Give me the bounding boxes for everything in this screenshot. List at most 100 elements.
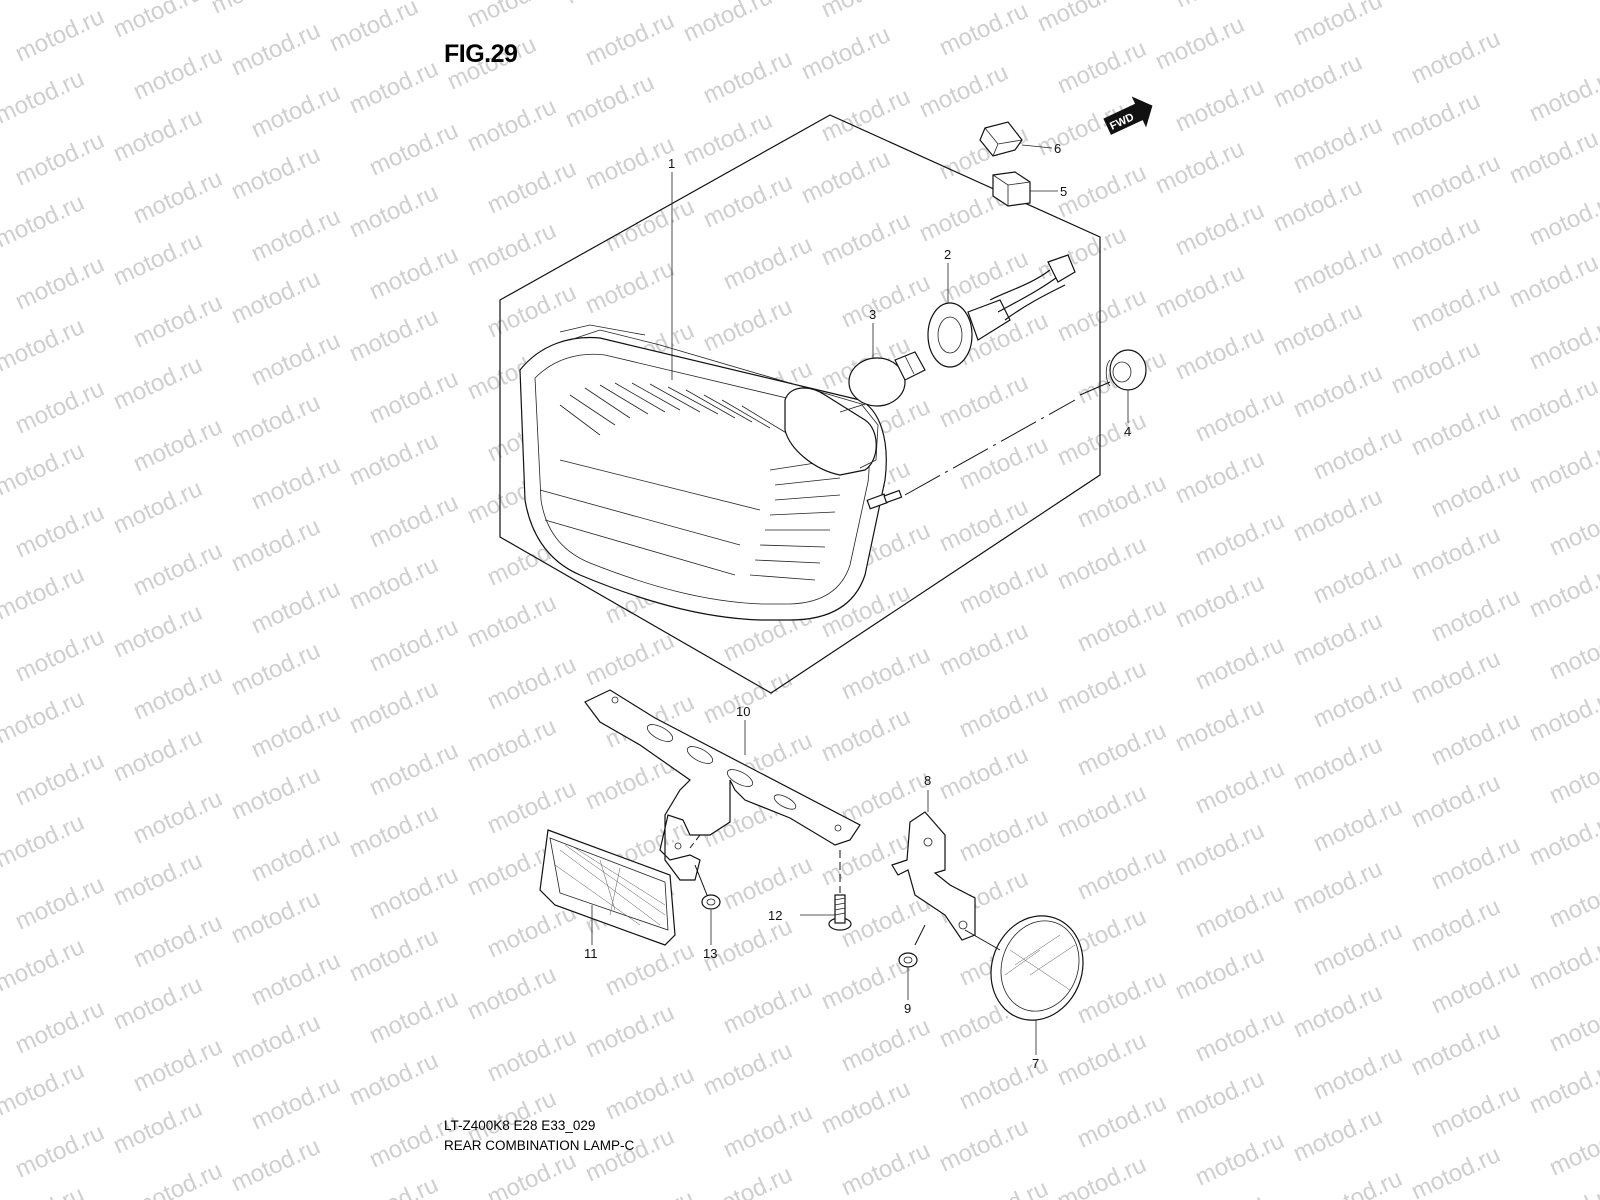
- watermark-text: motod.ru: [561, 0, 658, 9]
- watermark-text: motod.ru: [1545, 993, 1600, 1058]
- watermark-text: motod.ru: [345, 923, 442, 988]
- watermark-text: motod.ru: [365, 241, 462, 306]
- watermark-text: motod.ru: [227, 885, 324, 950]
- watermark-text: motod.ru: [1309, 669, 1406, 734]
- watermark-text: motod.ru: [1053, 1151, 1150, 1200]
- watermark-text: motod.ru: [1171, 569, 1268, 634]
- watermark-text: motod.ru: [719, 231, 816, 296]
- watermark-text: motod.ru: [1525, 435, 1600, 500]
- watermark-text: motod.ru: [109, 1095, 206, 1160]
- watermark-text: motod.ru: [227, 1133, 324, 1198]
- watermark-text: motod.ru: [1191, 507, 1288, 572]
- watermark-text: motod.ru: [581, 999, 678, 1064]
- callout-7: 7: [1032, 1056, 1039, 1071]
- watermark-text: motod.ru: [817, 0, 914, 23]
- watermark-text: motod.ru: [1289, 359, 1386, 424]
- watermark-text: motod.ru: [227, 761, 324, 826]
- callout-5: 5: [1060, 184, 1067, 199]
- watermark-text: motod.ru: [129, 413, 226, 478]
- watermark-text: motod.ru: [1309, 917, 1406, 982]
- watermark-text: motod.ru: [699, 169, 796, 234]
- watermark-text: motod.ru: [1053, 159, 1150, 224]
- watermark-text: motod.ru: [1545, 869, 1600, 934]
- watermark-text: motod.ru: [1053, 1027, 1150, 1092]
- watermark-text: motod.ru: [1309, 1041, 1406, 1106]
- watermark-text: motod.ru: [1289, 731, 1386, 796]
- watermark-text: motod.ru: [1269, 49, 1366, 114]
- watermark-text: motod.ru: [1151, 135, 1248, 200]
- watermark-text: motod.ru: [837, 641, 934, 706]
- watermark-text: motod.ru: [955, 803, 1052, 868]
- watermark-text: motod.ru: [1053, 655, 1150, 720]
- watermark-text: motod.ru: [109, 0, 206, 43]
- watermark-text: motod.ru: [1191, 1127, 1288, 1192]
- watermark-text: motod.ru: [1269, 173, 1366, 238]
- watermark-text: motod.ru: [1505, 373, 1600, 438]
- watermark-text: motod.ru: [11, 499, 108, 564]
- watermark-text: motod.ru: [227, 141, 324, 206]
- watermark-text: motod.ru: [11, 375, 108, 440]
- watermark-text: motod.ru: [1525, 1179, 1600, 1200]
- watermark-text: motod.ru: [915, 59, 1012, 124]
- watermark-text: motod.ru: [935, 617, 1032, 682]
- cushion-6: [979, 121, 1023, 157]
- watermark-text: motod.ru: [581, 131, 678, 196]
- watermark-text: motod.ru: [463, 93, 560, 158]
- watermark-text: motod.ru: [1427, 831, 1524, 896]
- watermark-text: motod.ru: [1407, 25, 1504, 90]
- callout-13: 13: [703, 946, 717, 961]
- watermark-text: motod.ru: [0, 437, 88, 502]
- watermark-text: motod.ru: [1525, 931, 1600, 996]
- watermark-text: motod.ru: [325, 0, 422, 57]
- watermark-text: motod.ru: [247, 203, 344, 268]
- watermark-text: motod.ru: [0, 1181, 88, 1200]
- watermark-text: motod.ru: [1289, 855, 1386, 920]
- watermark-text: motod.ru: [483, 1147, 580, 1200]
- watermark-text: motod.ru: [817, 703, 914, 768]
- watermark-text: motod.ru: [365, 489, 462, 554]
- watermark-text: motod.ru: [109, 103, 206, 168]
- watermark-text: motod.ru: [345, 427, 442, 492]
- watermark-text: motod.ru: [1427, 955, 1524, 1020]
- watermark-text: motod.ru: [1171, 197, 1268, 262]
- watermark-text: motod.ru: [1505, 125, 1600, 190]
- leader-lines: [591, 144, 1129, 1055]
- watermark-text: motod.ru: [1289, 607, 1386, 672]
- watermark-text: motod.ru: [109, 599, 206, 664]
- watermark-text: motod.ru: [345, 303, 442, 368]
- watermark-text: motod.ru: [1545, 745, 1600, 810]
- watermark-text: motod.ru: [699, 293, 796, 358]
- assembly-outline: [499, 114, 1101, 694]
- watermark-text: motod.ru: [1427, 459, 1524, 524]
- watermark-text: motod.ru: [11, 623, 108, 688]
- watermark-text: motod.ru: [0, 685, 88, 750]
- watermark-text: motod.ru: [699, 45, 796, 110]
- watermark-text: motod.ru: [1545, 497, 1600, 562]
- watermark-text: motod.ru: [817, 1075, 914, 1140]
- watermark-text: motod.ru: [365, 365, 462, 430]
- watermark-text: motod.ru: [1525, 683, 1600, 748]
- watermark-text: motod.ru: [1407, 1017, 1504, 1082]
- watermark-text: motod.ru: [0, 65, 88, 130]
- watermark-text: motod.ru: [1407, 521, 1504, 586]
- watermark-text: motod.ru: [1407, 769, 1504, 834]
- watermark-text: motod.ru: [365, 861, 462, 926]
- watermark-text: motod.ru: [1525, 807, 1600, 872]
- watermark-text: motod.ru: [1525, 187, 1600, 252]
- watermark-text: motod.ru: [345, 1047, 442, 1112]
- watermark-text: motod.ru: [463, 589, 560, 654]
- watermark-text: motod.ru: [247, 327, 344, 392]
- nut-13: [701, 894, 721, 910]
- watermark-text: motod.ru: [1427, 1079, 1524, 1144]
- watermark-text: motod.ru: [129, 661, 226, 726]
- watermark-text: motod.ru: [1171, 73, 1268, 138]
- watermark-text: motod.ru: [365, 737, 462, 802]
- watermark-text: motod.ru: [129, 909, 226, 974]
- callout-10: 10: [736, 704, 750, 719]
- watermark-text: motod.ru: [699, 1161, 796, 1200]
- watermark-text: motod.ru: [1269, 297, 1366, 362]
- watermark-text: motod.ru: [345, 799, 442, 864]
- watermark-text: motod.ru: [247, 1071, 344, 1136]
- watermark-text: motod.ru: [109, 475, 206, 540]
- bolt-12: [828, 894, 852, 931]
